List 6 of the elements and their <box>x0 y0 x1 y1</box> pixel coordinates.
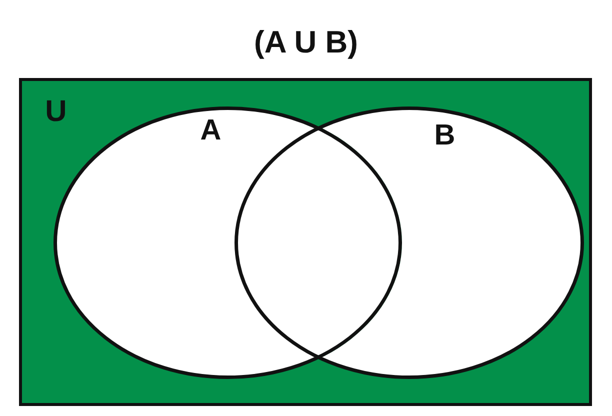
set-label: U <box>45 97 67 127</box>
universal-set-rectangle <box>19 78 592 406</box>
title: (A U B) <box>254 26 358 58</box>
set-label: A <box>200 116 222 146</box>
set-ellipse <box>234 106 584 380</box>
set-label: B <box>434 121 456 150</box>
